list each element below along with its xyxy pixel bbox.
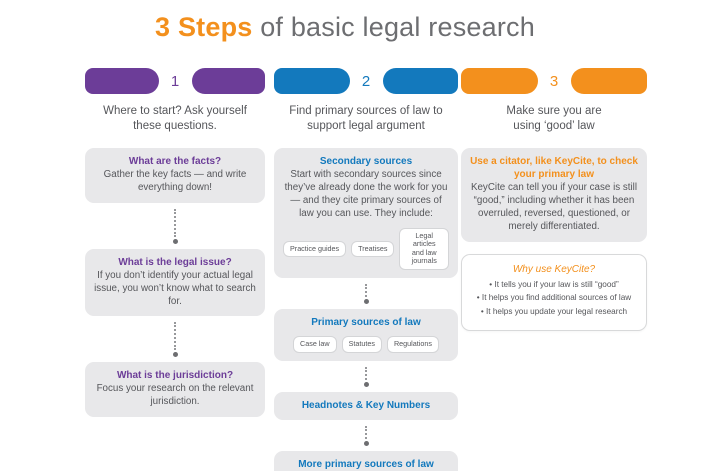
step2-column: 2 Find primary sources of law to support… [274, 66, 458, 471]
more-primary-box: More primary sources of law Headnotes an… [274, 450, 458, 471]
primary-sources-title: Primary sources of law [311, 317, 421, 329]
secondary-sources-body: Start with secondary sources since they’… [284, 168, 448, 219]
why-bullet: It helps you find additional sources of … [470, 293, 638, 303]
banner-segment [382, 68, 458, 94]
citator-title: Use a citator, like KeyCite, to check yo… [470, 155, 638, 180]
primary-sources-box: Primary sources of law Case law Statutes… [274, 309, 458, 361]
step2-banner: 2 [274, 66, 458, 96]
citator-body: KeyCite can tell you if your case is sti… [470, 181, 638, 232]
facts-box: What are the facts? Gather the key facts… [85, 147, 265, 203]
legal-issue-box-title: What is the legal issue? [118, 256, 232, 268]
step3-column: 3 Make sure you are using ‘good’ law Use… [461, 66, 647, 331]
step1-subtitle: Where to start? Ask yourself these quest… [103, 105, 247, 132]
page-title-rest: of basic legal research [252, 12, 535, 42]
more-primary-title: More primary sources of law [298, 458, 434, 470]
arrow-end-dot [363, 299, 369, 305]
jurisdiction-box-body: Focus your research on the relevant juri… [96, 383, 254, 408]
step2-subtitle: Find primary sources of law to support l… [289, 105, 443, 132]
banner-segment [191, 68, 265, 94]
banner-segment [85, 68, 159, 94]
arrow-end-dot [363, 440, 369, 446]
flow-connector [172, 322, 178, 358]
headnotes-box: Headnotes & Key Numbers [274, 391, 458, 420]
dotted-line [365, 366, 367, 380]
legal-issue-box: What is the legal issue? If you don’t id… [85, 248, 265, 317]
flow-connector [363, 284, 369, 305]
page-title: 3 Steps of basic legal research [0, 12, 690, 43]
flow-connector [172, 208, 178, 244]
flow-connector [363, 425, 369, 446]
why-keycite-title: Why use KeyCite? [512, 263, 596, 275]
why-keycite-box: Why use KeyCite? It tells you if your la… [461, 253, 647, 331]
citator-box: Use a citator, like KeyCite, to check yo… [461, 147, 647, 242]
step2-number-badge: 2 [351, 66, 381, 96]
banner-segment [274, 68, 350, 94]
dotted-line [174, 322, 176, 351]
headnotes-title: Headnotes & Key Numbers [301, 399, 431, 411]
pill-case-law: Case law [293, 336, 337, 353]
dotted-line [174, 208, 176, 237]
pill-legal-articles: Legal articles and law journals [399, 227, 449, 271]
step3-subtitle: Make sure you are using ‘good’ law [506, 105, 602, 132]
arrow-end-dot [172, 352, 178, 358]
step1-number-badge: 1 [160, 66, 190, 96]
banner-segment [570, 68, 647, 94]
pill-practice-guides: Practice guides [283, 240, 347, 258]
secondary-sources-pills: Practice guides Treatises Legal articles… [283, 227, 449, 271]
step1-banner: 1 [85, 66, 265, 96]
primary-sources-pills: Case law Statutes Regulations [283, 336, 449, 353]
dotted-line [365, 425, 367, 439]
page-title-highlight: 3 Steps [155, 12, 253, 42]
step3-number-badge: 3 [539, 66, 569, 96]
facts-box-title: What are the facts? [128, 155, 222, 167]
banner-segment [461, 68, 538, 94]
jurisdiction-box: What is the jurisdiction? Focus your res… [85, 362, 265, 418]
secondary-sources-title: Secondary sources [319, 155, 413, 167]
arrow-end-dot [363, 381, 369, 387]
step1-column: 1 Where to start? Ask yourself these que… [85, 66, 265, 418]
dotted-line [365, 284, 367, 298]
why-bullet: It tells you if your law is still “good” [470, 280, 638, 290]
legal-issue-box-body: If you don’t identify your actual legal … [94, 269, 256, 307]
why-bullet: It helps you update your legal research [470, 307, 638, 317]
secondary-sources-box: Secondary sources Start with secondary s… [274, 147, 458, 279]
pill-treatises: Treatises [351, 240, 395, 258]
pill-statutes: Statutes [341, 336, 382, 353]
pill-regulations: Regulations [386, 336, 439, 353]
facts-box-body: Gather the key facts — and write everyth… [103, 168, 247, 193]
jurisdiction-box-title: What is the jurisdiction? [116, 370, 234, 382]
step3-banner: 3 [461, 66, 647, 96]
arrow-end-dot [172, 238, 178, 244]
flow-connector [363, 366, 369, 387]
